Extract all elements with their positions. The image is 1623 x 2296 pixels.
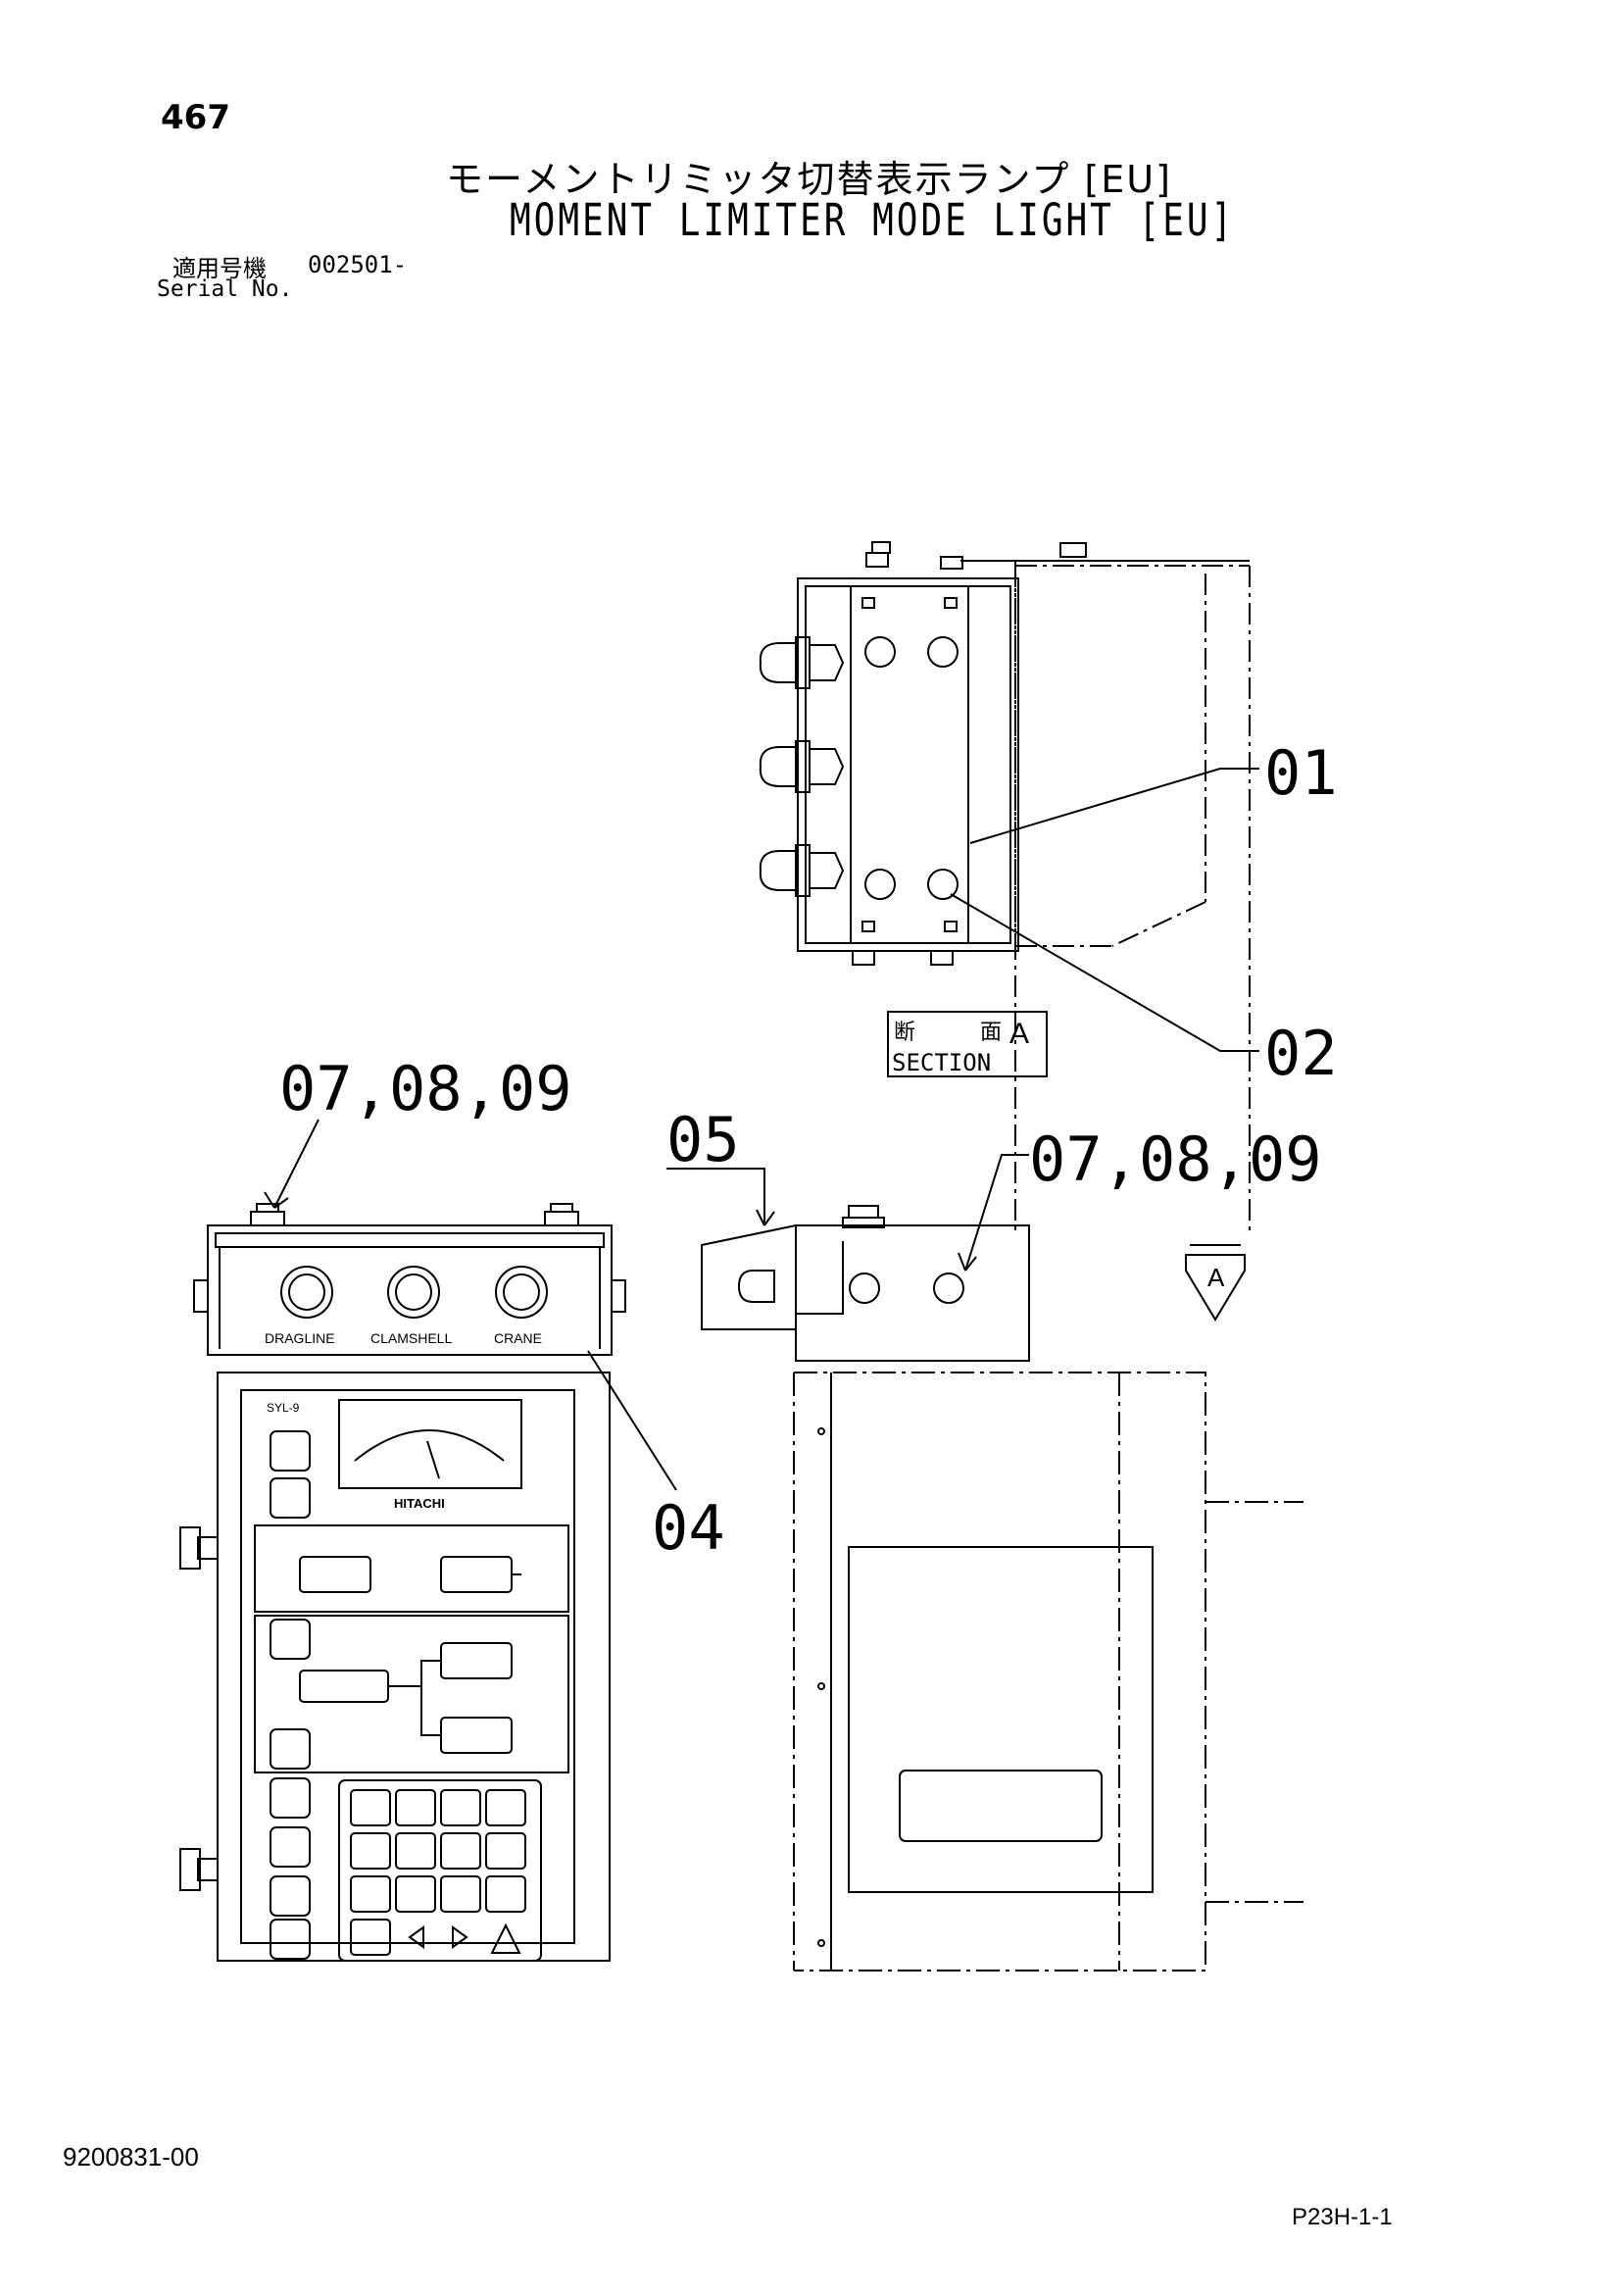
lamp-label-dragline: DRAGLINE	[265, 1330, 335, 1346]
section-label-en: SECTION	[892, 1049, 991, 1076]
section-view: 断 面 A SECTION	[759, 541, 1259, 1230]
callout-07-08-09-left: 07,08,09	[279, 1053, 572, 1124]
reference-code: P23H-1-1	[1292, 2204, 1393, 2230]
serial-label-japanese: 適用号機	[172, 255, 267, 282]
section-label-letter: A	[1009, 1018, 1029, 1050]
title-japanese: モーメントリミッタ切替表示ランプ [EU]	[446, 158, 1172, 201]
serial-label-english: Serial No.	[157, 276, 293, 302]
callout-04: 04	[652, 1492, 725, 1564]
side-view: 05 07,08,09 A	[666, 1104, 1322, 1972]
title-english: MOMENT LIMITER MODE LIGHT [EU]	[510, 196, 1236, 247]
section-label-ja-left: 断	[894, 1020, 915, 1044]
front-view: 07,08,09 DRAGLINE CLAMSHELL CRANE 04 SYL…	[179, 1053, 725, 1962]
lamp-label-crane: CRANE	[494, 1330, 542, 1346]
callout-07-08-09-right: 07,08,09	[1029, 1123, 1322, 1195]
model-label: SYL-9	[267, 1401, 300, 1415]
section-label-ja-right: 面	[980, 1020, 1002, 1044]
callout-02: 02	[1264, 1018, 1338, 1089]
page-number: 467	[161, 98, 230, 137]
callout-01: 01	[1264, 737, 1338, 809]
callout-05: 05	[666, 1104, 740, 1175]
view-arrow-letter: A	[1207, 1263, 1225, 1292]
brand-label: HITACHI	[394, 1496, 445, 1511]
document-number: 9200831-00	[63, 2142, 199, 2171]
serial-value: 002501-	[308, 251, 408, 278]
lamp-label-clamshell: CLAMSHELL	[370, 1330, 452, 1346]
